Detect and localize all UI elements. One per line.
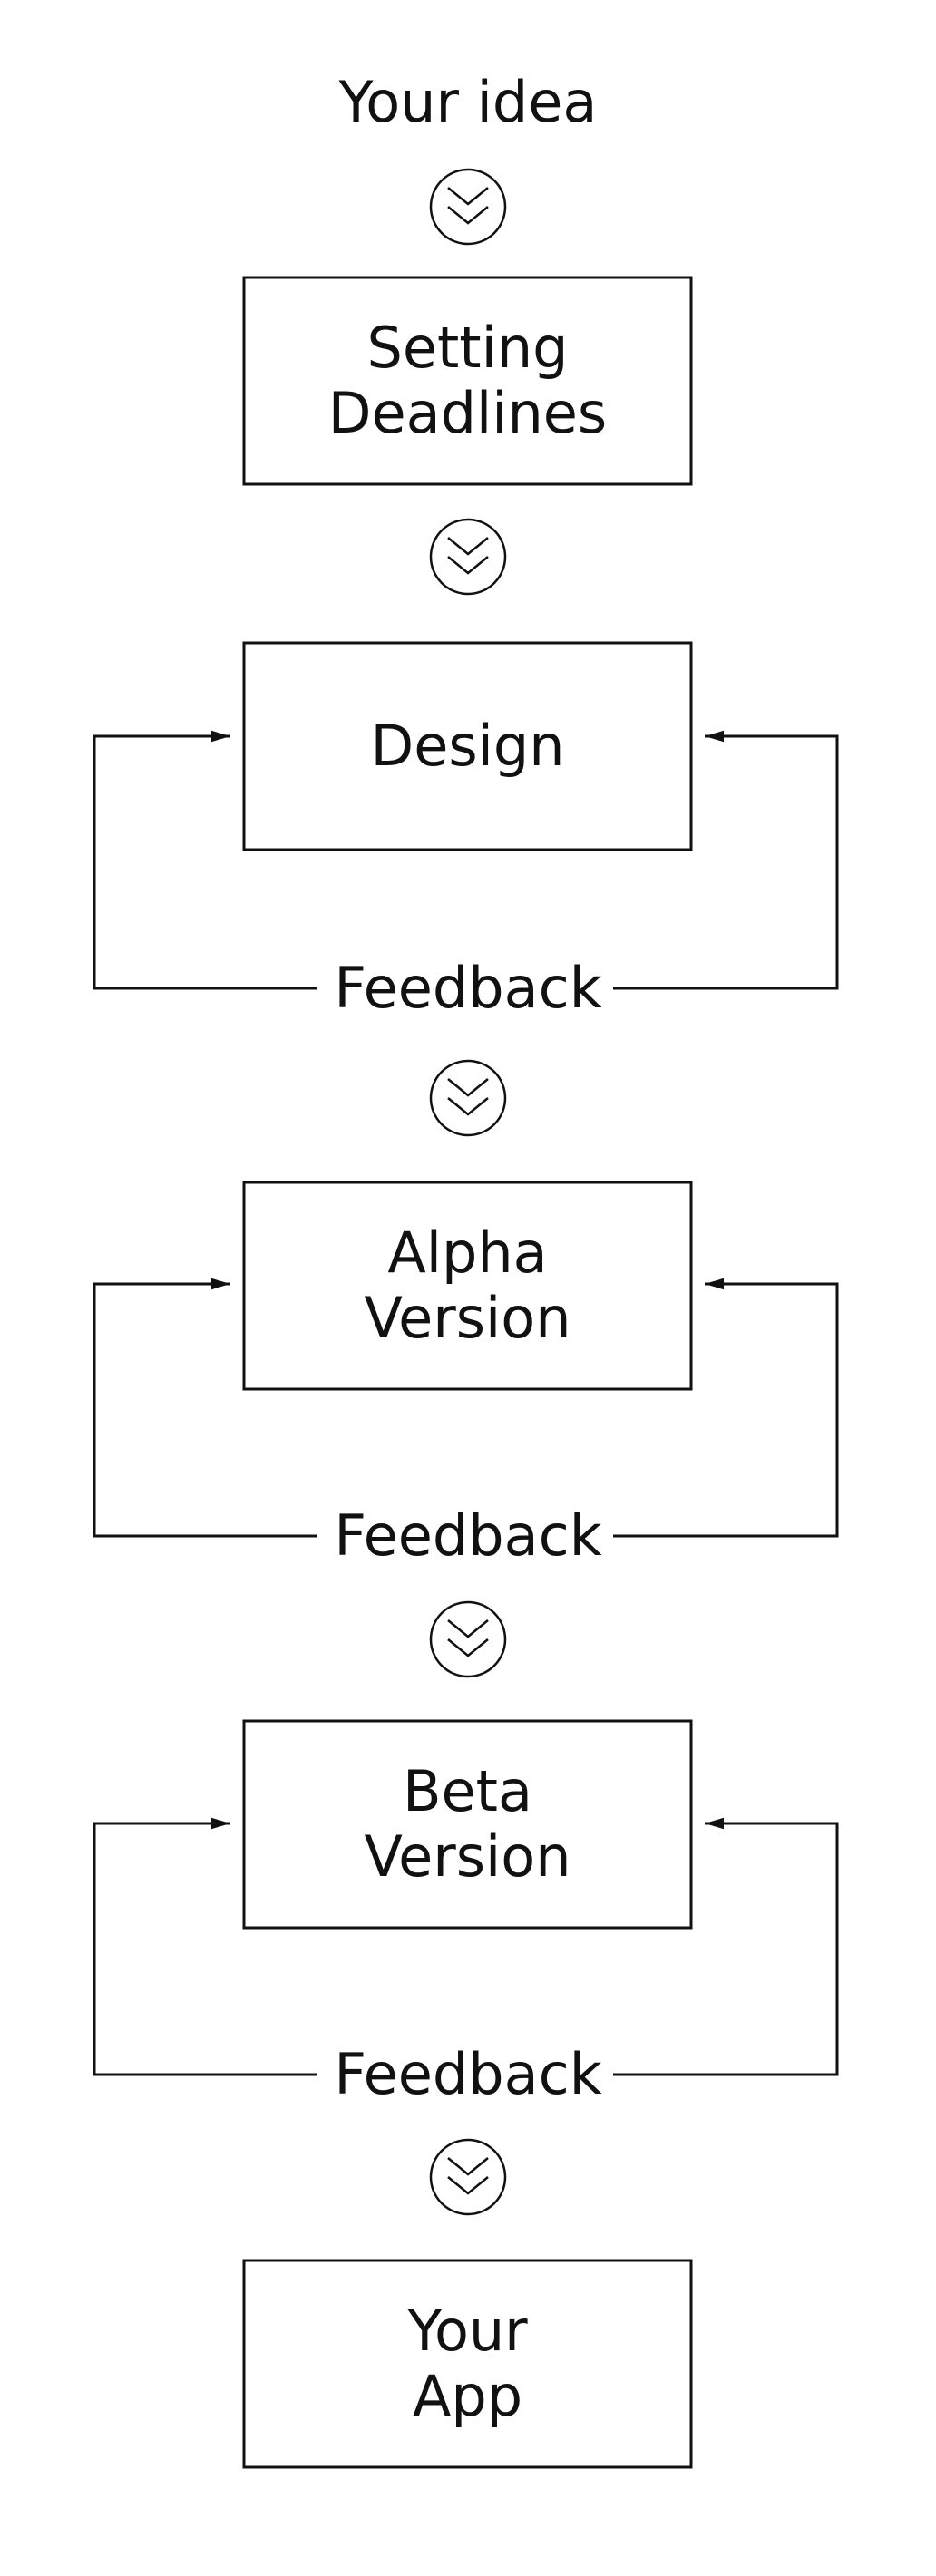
feedback-loop-left-arrow xyxy=(93,1278,317,1538)
step-label-design: Design xyxy=(370,713,565,779)
step-box-your-app xyxy=(242,2259,693,2469)
double-chevron-down-circle-icon xyxy=(429,2138,507,2216)
feedback-loop-left-arrow xyxy=(93,1817,317,2076)
feedback-loop-right-arrow xyxy=(613,1817,839,2076)
step-box-design xyxy=(242,641,693,851)
double-chevron-down-circle-icon xyxy=(429,168,507,246)
step-label-alpha-version: Alpha Version xyxy=(364,1220,571,1351)
step-box-setting-deadlines xyxy=(242,276,693,486)
feedback-loop-left-arrow xyxy=(93,730,317,990)
feedback-loop-right-arrow xyxy=(613,1278,839,1538)
feedback-loop-right-arrow xyxy=(613,730,839,990)
feedback-label: Feedback xyxy=(334,955,602,1021)
feedback-label: Feedback xyxy=(334,1502,602,1569)
double-chevron-down-circle-icon xyxy=(429,1059,507,1137)
step-box-alpha-version xyxy=(242,1181,693,1391)
double-chevron-down-circle-icon xyxy=(429,518,507,596)
step-box-beta-version xyxy=(242,1719,693,1930)
step-label-your-app: Your App xyxy=(407,2298,528,2429)
start-label: Your idea xyxy=(338,69,598,135)
feedback-label: Feedback xyxy=(334,2041,602,2107)
step-label-beta-version: Beta Version xyxy=(364,1758,571,1890)
double-chevron-down-circle-icon xyxy=(429,1600,507,1678)
step-label-setting-deadlines: Setting Deadlines xyxy=(327,315,608,446)
